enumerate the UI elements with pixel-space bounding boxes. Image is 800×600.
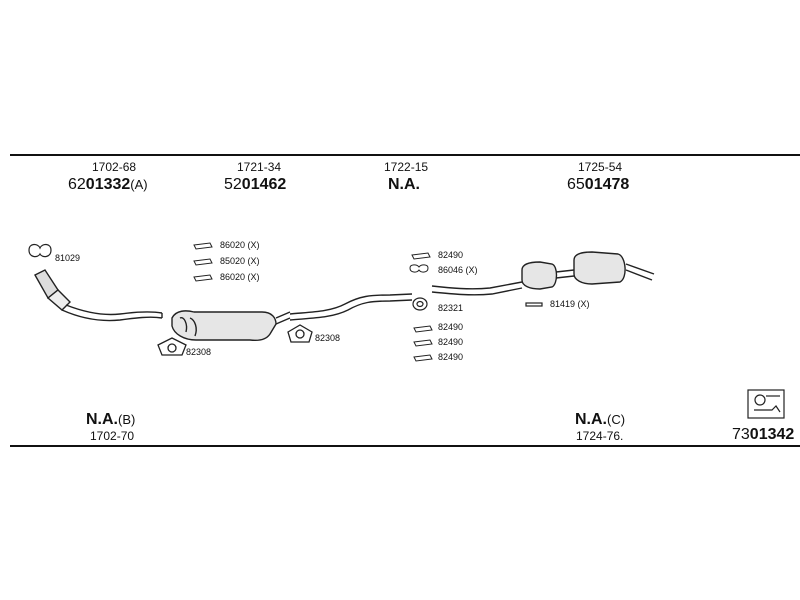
- middle-silencer-drawing: [171, 310, 291, 342]
- label-82490-2: 82490: [438, 337, 464, 347]
- part-number-c: N.A.(C): [575, 412, 625, 428]
- part-number-prefix: 52: [224, 176, 242, 193]
- clamp-82308-left-drawing: [157, 337, 187, 356]
- part-number-front-pipe: 6201332(A): [68, 177, 148, 193]
- label-86020-1: 86020 (X): [220, 240, 260, 250]
- hanger-group-1-drawing: [193, 242, 213, 282]
- part-number-main: 01462: [241, 176, 287, 193]
- kit-number: 7301342: [732, 427, 794, 443]
- rear-silencer-drawing: [431, 251, 655, 296]
- label-82308-right: 82308: [315, 333, 341, 343]
- label-85020: 85020 (X): [220, 256, 260, 266]
- part-number-b: N.A.(B): [86, 412, 135, 428]
- part-ref-front-pipe: 1702-68: [92, 160, 137, 174]
- clamp-82321-drawing: [412, 297, 428, 311]
- intermediate-pipe-drawing: [289, 293, 413, 321]
- part-number-main: N.A.: [86, 411, 118, 428]
- label-82308-left: 82308: [186, 347, 212, 357]
- part-number-middle-silencer: 5201462: [224, 177, 286, 193]
- part-number-suffix: (B): [118, 412, 136, 427]
- label-82490-top: 82490: [438, 250, 464, 260]
- part-ref-c: 1724-76.: [576, 429, 624, 443]
- part-number-suffix: (A): [130, 177, 148, 192]
- part-number-main: 01332: [85, 176, 131, 193]
- kit-number-main: 01342: [749, 426, 795, 443]
- label-81029: 81029: [55, 253, 81, 263]
- clamp-82308-right-drawing: [287, 324, 313, 343]
- kit-number-prefix: 73: [732, 426, 750, 443]
- hanger-group-2-drawing: [409, 252, 433, 362]
- part-ref-middle-silencer: 1721-34: [237, 160, 282, 174]
- label-86020-2: 86020 (X): [220, 272, 260, 282]
- part-ref-b: 1702-70: [90, 429, 135, 443]
- part-number-rear-silencer: 6501478: [567, 177, 629, 193]
- part-number-main: N.A.: [575, 411, 607, 428]
- label-82321: 82321: [438, 303, 464, 313]
- part-number-intermediate-pipe: N.A.: [388, 176, 420, 193]
- part-ref-rear-silencer: 1725-54: [578, 160, 623, 174]
- label-86046: 86046 (X): [438, 265, 478, 275]
- label-82490-3: 82490: [438, 352, 464, 362]
- label-81419: 81419 (X): [550, 299, 590, 309]
- part-number-prefix: 65: [567, 176, 585, 193]
- front-pipe-drawing: [34, 269, 163, 322]
- part-ref-intermediate-pipe: 1722-15: [384, 160, 429, 174]
- clamp-81419-drawing: [525, 302, 543, 307]
- part-number-prefix: 62: [68, 176, 86, 193]
- part-number-suffix: (C): [607, 412, 626, 427]
- label-82490-1: 82490: [438, 322, 464, 332]
- part-number-main: 01478: [584, 176, 630, 193]
- clamp-81029-drawing: [28, 243, 52, 258]
- kit-icon: [747, 389, 785, 419]
